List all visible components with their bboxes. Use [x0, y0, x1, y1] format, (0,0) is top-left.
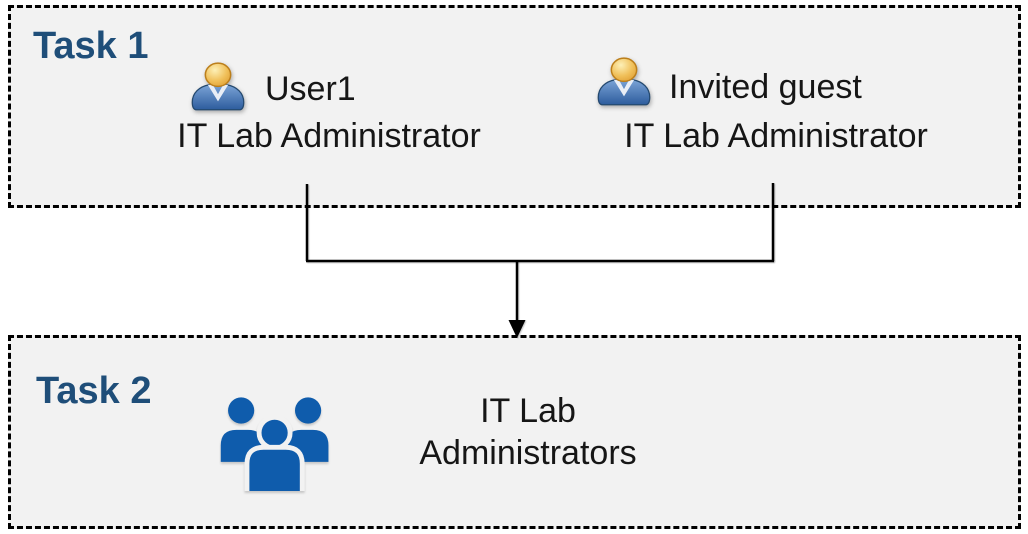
persona-role: IT Lab Administrator — [624, 117, 928, 155]
persona-role: IT Lab Administrator — [177, 117, 481, 155]
persona-name: User1 — [265, 70, 356, 108]
user-persona-icon — [191, 62, 245, 111]
persona-name: Invited guest — [669, 68, 862, 106]
group-name-line2: Administrators — [419, 434, 637, 472]
user-persona-icon — [597, 57, 651, 106]
people-group-icon — [220, 397, 329, 491]
task1-label: Task 1 — [33, 25, 149, 67]
task1-box: Task 1 User1 IT Lab Administrator — [8, 5, 1021, 208]
task2-box: Task 2 IT Lab Administrators — [8, 335, 1021, 529]
task2-label: Task 2 — [36, 370, 152, 412]
group-name-line1: IT Lab — [480, 392, 576, 430]
group-name: IT Lab Administrators — [368, 390, 688, 474]
